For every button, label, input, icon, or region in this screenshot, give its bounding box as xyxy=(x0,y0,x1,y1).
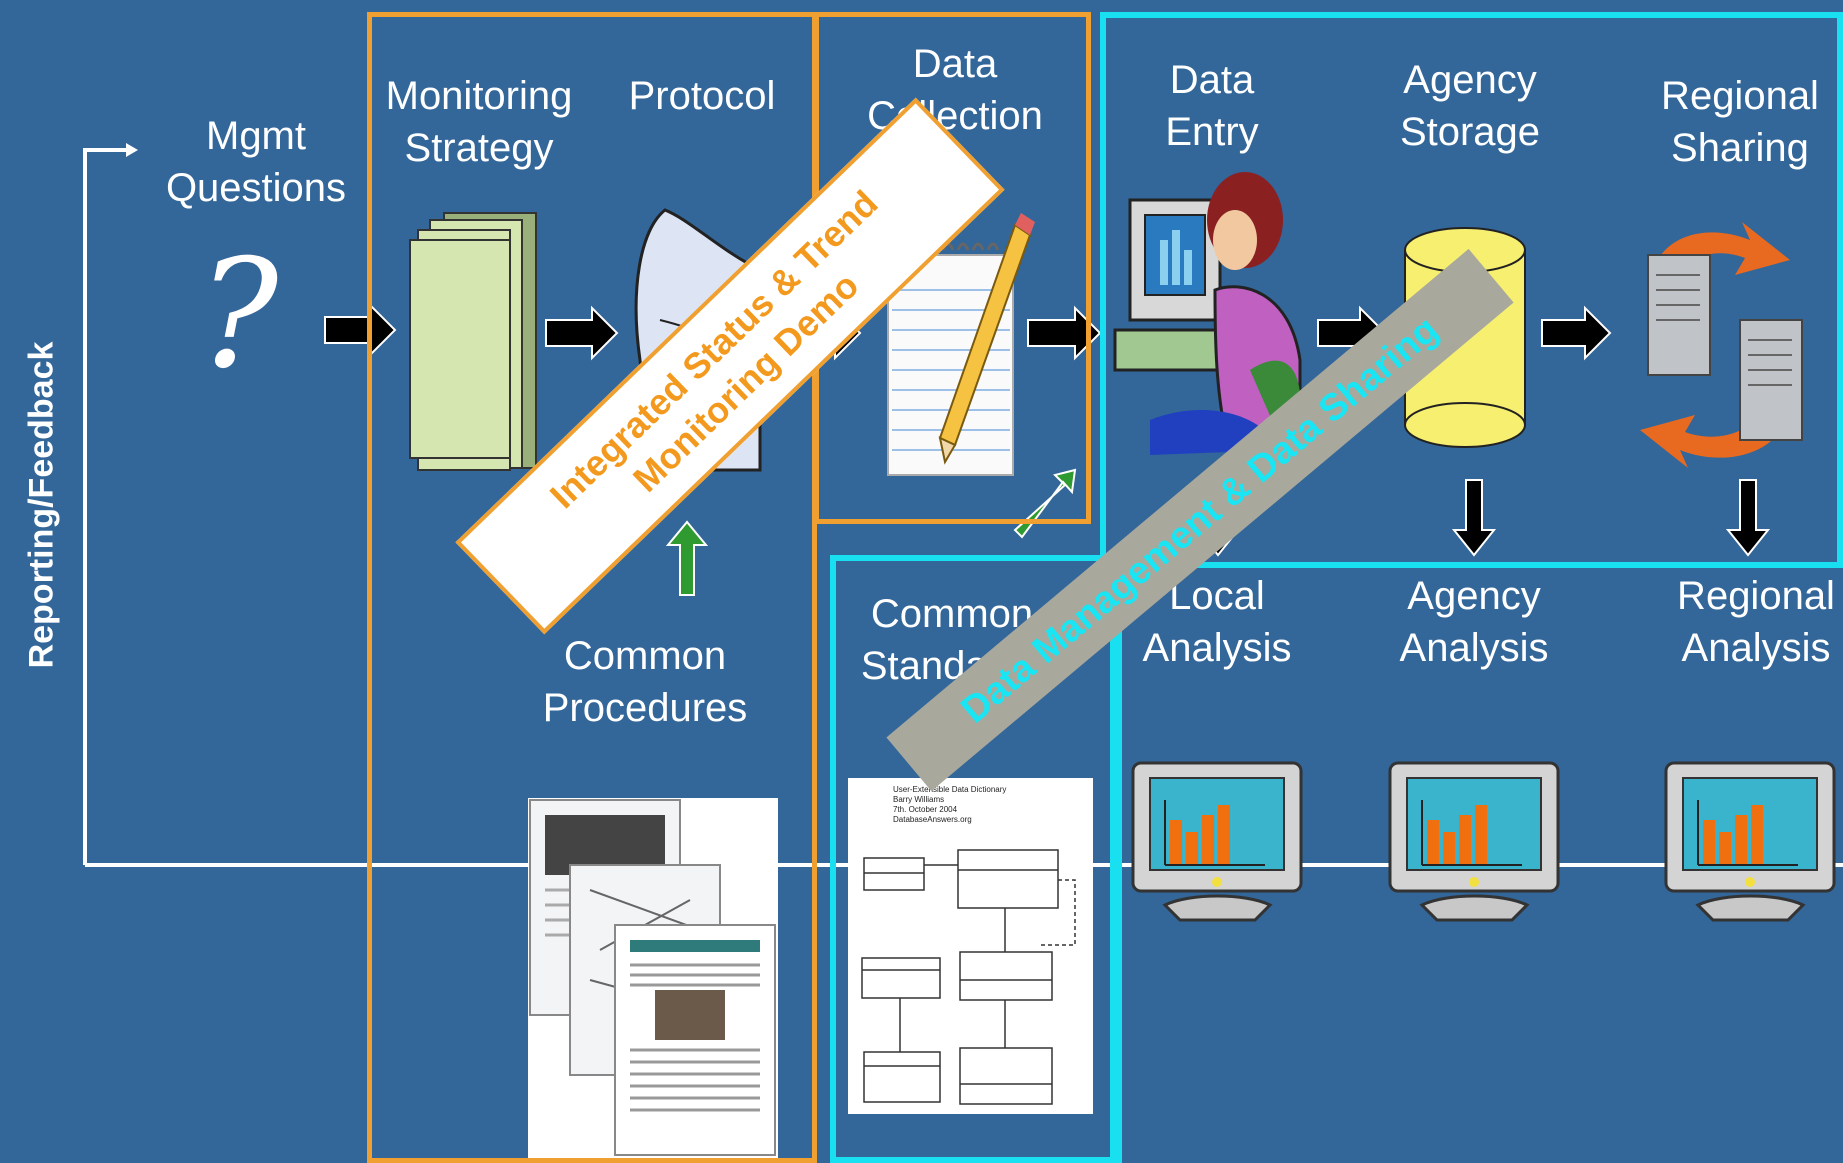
dict-title: User-Extensible Data Dictionary xyxy=(893,785,1006,794)
feedback-arrowhead xyxy=(126,143,138,157)
data-dictionary-document: User-Extensible Data Dictionary Barry Wi… xyxy=(848,778,1093,1114)
dict-author: Barry Williams xyxy=(893,795,944,804)
arrow-strategy-to-protocol xyxy=(545,305,619,361)
arrow-sharing-to-regional-analysis xyxy=(1725,479,1771,557)
local-analysis-label: Local Analysis xyxy=(1142,574,1292,670)
data-management-frame xyxy=(1100,12,1843,568)
mgmt-questions-label: Mgmt Questions xyxy=(165,114,347,210)
dict-site: DatabaseAnswers.org xyxy=(893,815,972,824)
analysis-divider xyxy=(1100,560,1116,1163)
notepad-pencil-icon xyxy=(887,213,1035,476)
local-analysis-monitor-icon xyxy=(1131,761,1303,922)
regional-sharing-label: Regional Sharing xyxy=(1661,74,1819,170)
protocol-label: Protocol xyxy=(628,74,776,118)
common-procedures-label: Common Procedures xyxy=(542,634,748,730)
regional-analysis-label: Regional Analysis xyxy=(1677,574,1835,670)
server-sync-icon xyxy=(1640,222,1803,468)
strategy-papers-icon xyxy=(409,212,537,471)
agency-analysis-monitor-icon xyxy=(1388,761,1560,922)
data-entry-label: Data Entry xyxy=(1165,58,1259,154)
agency-storage-label: Agency Storage xyxy=(1399,58,1541,154)
monitoring-strategy-label: Monitoring Strategy xyxy=(385,74,573,170)
monitoring-group-frame xyxy=(367,12,817,1163)
regional-analysis-monitor-icon xyxy=(1664,761,1836,922)
dict-date: 7th. October 2004 xyxy=(893,805,958,814)
procedures-documents-icon xyxy=(528,798,778,1161)
arrow-storage-to-sharing xyxy=(1541,305,1612,361)
reporting-feedback-label: Reporting/Feedback xyxy=(22,341,61,669)
arrow-storage-to-agency-analysis xyxy=(1451,479,1497,557)
common-standards-frame xyxy=(830,555,1122,1163)
feedback-loop-line xyxy=(83,148,128,865)
agency-analysis-label: Agency Analysis xyxy=(1399,574,1549,670)
question-mark-icon: ? xyxy=(198,228,279,402)
green-arrow-procedures xyxy=(665,520,709,596)
